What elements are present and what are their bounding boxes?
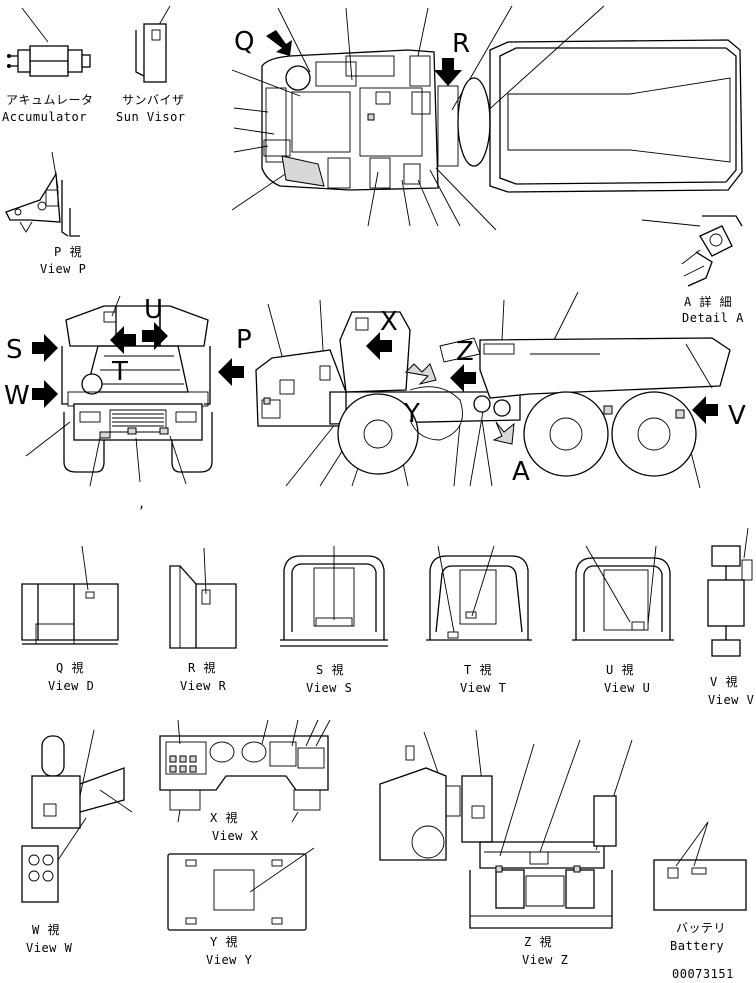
view-y-en-label: View Y [206, 953, 253, 967]
detail-a-en-label: Detail A [682, 311, 744, 325]
front-view-drawing [25, 295, 213, 487]
view-s-en-label: View S [306, 681, 352, 695]
marker-p: P [236, 325, 252, 355]
view-s-drawing [280, 546, 388, 647]
sun-visor-jp-label: サンバイザ [122, 93, 185, 107]
accumulator-drawing [7, 7, 91, 77]
view-v-drawing [707, 527, 753, 657]
arrow-a-marker [492, 421, 515, 445]
arrow-s-marker [32, 334, 58, 362]
view-r-drawing [169, 547, 237, 649]
view-w-drawing [21, 729, 133, 903]
battery-drawing [653, 821, 747, 911]
view-q-jp-label: Q 視 [56, 660, 84, 675]
view-z-jp-label: Z 視 [524, 934, 552, 949]
view-x-drawing [159, 719, 331, 823]
view-r-en-label: View R [180, 679, 227, 693]
view-p-drawing [5, 151, 80, 237]
view-x-en-label: View X [212, 829, 259, 843]
view-v-en-label: View V [708, 693, 754, 707]
view-q-drawing [21, 545, 119, 645]
marker-a: A [512, 457, 530, 487]
marker-x: X [380, 307, 398, 337]
view-y-jp-label: Y 視 [210, 934, 238, 949]
view-t-en-label: View T [460, 681, 506, 695]
view-q-en-label: View D [48, 679, 94, 693]
accumulator-en-label: Accumulator [2, 110, 87, 124]
arrow-z-marker [450, 364, 476, 392]
battery-en-label: Battery [670, 939, 724, 953]
view-t-jp-label: T 視 [464, 662, 492, 677]
view-z-drawing [379, 729, 633, 929]
drawing-number: 00073151 [672, 967, 734, 981]
marker-s: S [6, 335, 23, 365]
marker-w: W [4, 381, 30, 411]
arrow-u-marker [142, 322, 168, 350]
detail-a-drawing [641, 215, 743, 287]
marker-r: R [452, 29, 470, 59]
arrow-t-marker [110, 326, 136, 354]
view-w-en-label: View W [26, 941, 73, 955]
sun-visor-en-label: Sun Visor [116, 110, 186, 124]
arrow-v-marker [692, 396, 718, 424]
view-u-drawing [572, 545, 674, 641]
view-w-jp-label: W 視 [32, 922, 60, 937]
view-x-jp-label: X 視 [210, 810, 238, 825]
view-y-drawing [167, 847, 315, 931]
battery-jp-label: バッテリ [676, 921, 726, 935]
view-s-jp-label: S 視 [316, 662, 344, 677]
arrow-y-marker [404, 363, 437, 385]
marker-u: U [144, 295, 163, 325]
marker-q: Q [234, 27, 254, 57]
view-u-jp-label: U 視 [606, 662, 634, 677]
marker-t: T [111, 357, 128, 387]
detail-a-jp-label: A 詳 細 [684, 294, 732, 309]
arrow-w-marker [32, 380, 58, 408]
sun-visor-drawing [135, 5, 171, 83]
view-z-en-label: View Z [522, 953, 568, 967]
arrow-q-marker [266, 30, 292, 56]
top-view-drawing [231, 5, 743, 231]
arrow-r-marker [434, 58, 462, 86]
side-view-drawing [255, 291, 731, 489]
arrow-p-marker [218, 358, 244, 386]
arrow-x-marker [366, 332, 392, 360]
stray-comma-mark: , [138, 497, 146, 511]
accumulator-jp-label: アキュムレータ [6, 93, 94, 107]
marker-v: V [728, 401, 746, 431]
view-r-jp-label: R 視 [188, 660, 216, 675]
view-p-en-label: View P [40, 262, 86, 276]
view-p-jp-label: P 視 [54, 244, 82, 259]
view-t-drawing [426, 545, 532, 641]
view-v-jp-label: V 視 [710, 674, 738, 689]
marker-z: Z [456, 337, 474, 367]
view-u-en-label: View U [604, 681, 650, 695]
marker-y: Y [403, 399, 420, 429]
